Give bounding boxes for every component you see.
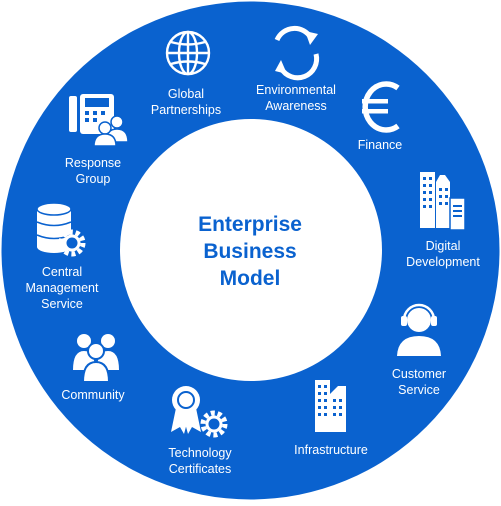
euro-icon bbox=[362, 81, 400, 133]
globe-icon bbox=[165, 30, 211, 76]
label-line: Partnerships bbox=[150, 103, 222, 117]
label-digital-development: Digital Development bbox=[406, 238, 480, 270]
label-line: Awareness bbox=[265, 99, 327, 113]
skyscraper-icon bbox=[315, 380, 346, 432]
label-line: Service bbox=[41, 297, 83, 311]
label-finance: Finance bbox=[358, 137, 402, 153]
headset-agent-icon bbox=[397, 303, 441, 356]
label-line: Service bbox=[398, 383, 440, 397]
label-community: Community bbox=[61, 387, 124, 403]
label-line: Finance bbox=[357, 138, 403, 152]
buildings-server-icon bbox=[420, 172, 466, 231]
label-technology-certificates: Technology Certificates bbox=[168, 445, 231, 477]
label-infrastructure: Infrastructure bbox=[294, 442, 368, 458]
center-title-line-1: Enterprise bbox=[198, 213, 302, 236]
label-line: Group bbox=[75, 172, 111, 186]
label-line: Response bbox=[64, 156, 122, 170]
center-title-line-3: Model bbox=[219, 267, 281, 290]
people-group-icon bbox=[73, 334, 119, 383]
database-gear-icon bbox=[36, 202, 86, 257]
label-line: Customer bbox=[391, 367, 447, 381]
center-title-line-2: Business bbox=[203, 240, 297, 263]
label-line: Global bbox=[167, 87, 205, 101]
label-line: Technology bbox=[168, 446, 232, 460]
phone-users-icon bbox=[69, 94, 129, 147]
label-response-group: Response Group bbox=[65, 155, 121, 187]
label-customer-service: Customer Service bbox=[392, 366, 446, 398]
label-environmental-awareness: Environmental Awareness bbox=[256, 82, 336, 114]
label-line: Infrastructure bbox=[294, 443, 368, 457]
label-line: Community bbox=[61, 388, 125, 402]
label-line: Central bbox=[41, 265, 83, 279]
label-line: Digital bbox=[425, 239, 461, 253]
award-gear-icon bbox=[171, 386, 228, 438]
label-line: Environmental bbox=[256, 83, 336, 97]
label-central-management-service: Central Management Service bbox=[26, 264, 99, 312]
label-line: Management bbox=[25, 281, 99, 295]
recycle-arrows-icon bbox=[274, 25, 320, 81]
center-circle bbox=[120, 119, 382, 381]
label-global-partnerships: Global Partnerships bbox=[151, 86, 221, 118]
label-line: Certificates bbox=[168, 462, 232, 476]
label-line: Development bbox=[406, 255, 480, 269]
